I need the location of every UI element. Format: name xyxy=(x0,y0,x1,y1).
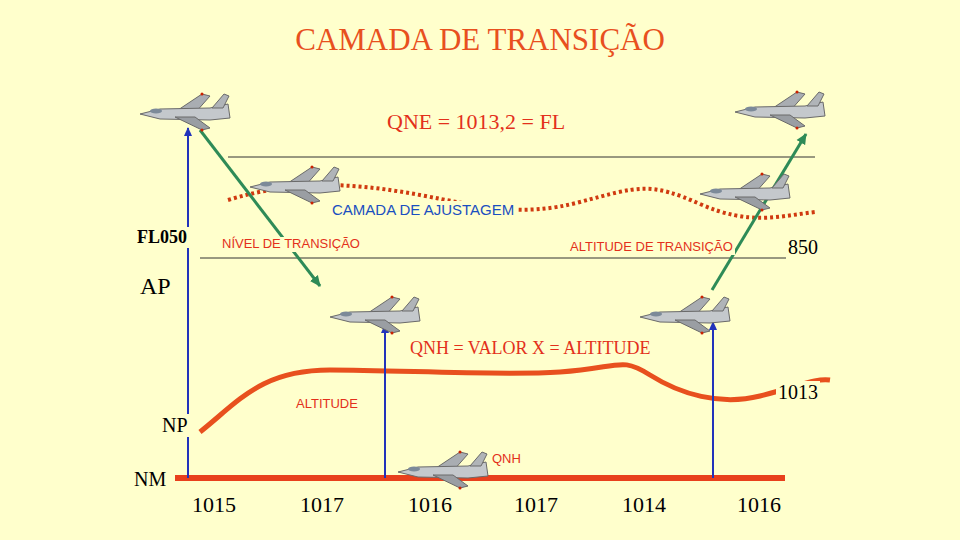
transition-line xyxy=(200,258,815,259)
qnh-label: QNH xyxy=(490,452,523,467)
altitude-arrow xyxy=(712,322,714,478)
pressure-value: 1016 xyxy=(406,492,454,517)
value-label: 850 xyxy=(786,236,820,259)
aircraft-icon xyxy=(735,91,825,130)
diagram-title: CAMADA DE TRANSIÇÃO xyxy=(0,22,960,58)
pressure-value: 1016 xyxy=(735,492,783,517)
aircraft-icon xyxy=(250,166,340,205)
datum-label: QNH = VALOR X = ALTITUDE xyxy=(408,338,652,359)
pressure-value: 1014 xyxy=(620,492,668,517)
value-label: 1013 xyxy=(776,381,820,404)
region-label: AP xyxy=(138,273,173,301)
pressure-value: 1015 xyxy=(190,492,238,517)
region-label: NP xyxy=(160,414,190,437)
descent-arrow xyxy=(200,130,320,286)
pressure-value: 1017 xyxy=(298,492,346,517)
altitude-arrow xyxy=(384,325,386,478)
aircraft-icon xyxy=(330,296,420,335)
pressure-value: 1017 xyxy=(512,492,560,517)
level-label: FL050 xyxy=(135,227,189,248)
line-label: ALTITUDE DE TRANSIÇÃO xyxy=(568,240,735,255)
region-label: NM xyxy=(132,468,168,491)
aircraft-icon xyxy=(640,296,730,335)
aircraft-icon xyxy=(700,173,790,212)
curve-label: ALTITUDE xyxy=(294,397,360,412)
layer-label: CAMADA DE AJUSTAGEM xyxy=(330,201,516,218)
aircraft-icon xyxy=(398,451,488,490)
datum-label: QNE = 1013,2 = FL xyxy=(385,109,567,134)
climb-arrow xyxy=(712,134,806,290)
line-label: NÍVEL DE TRANSIÇÃO xyxy=(220,237,362,252)
qne-line xyxy=(228,157,815,158)
aircraft-icon xyxy=(140,93,230,132)
terrain-altitude-curve xyxy=(200,365,830,432)
